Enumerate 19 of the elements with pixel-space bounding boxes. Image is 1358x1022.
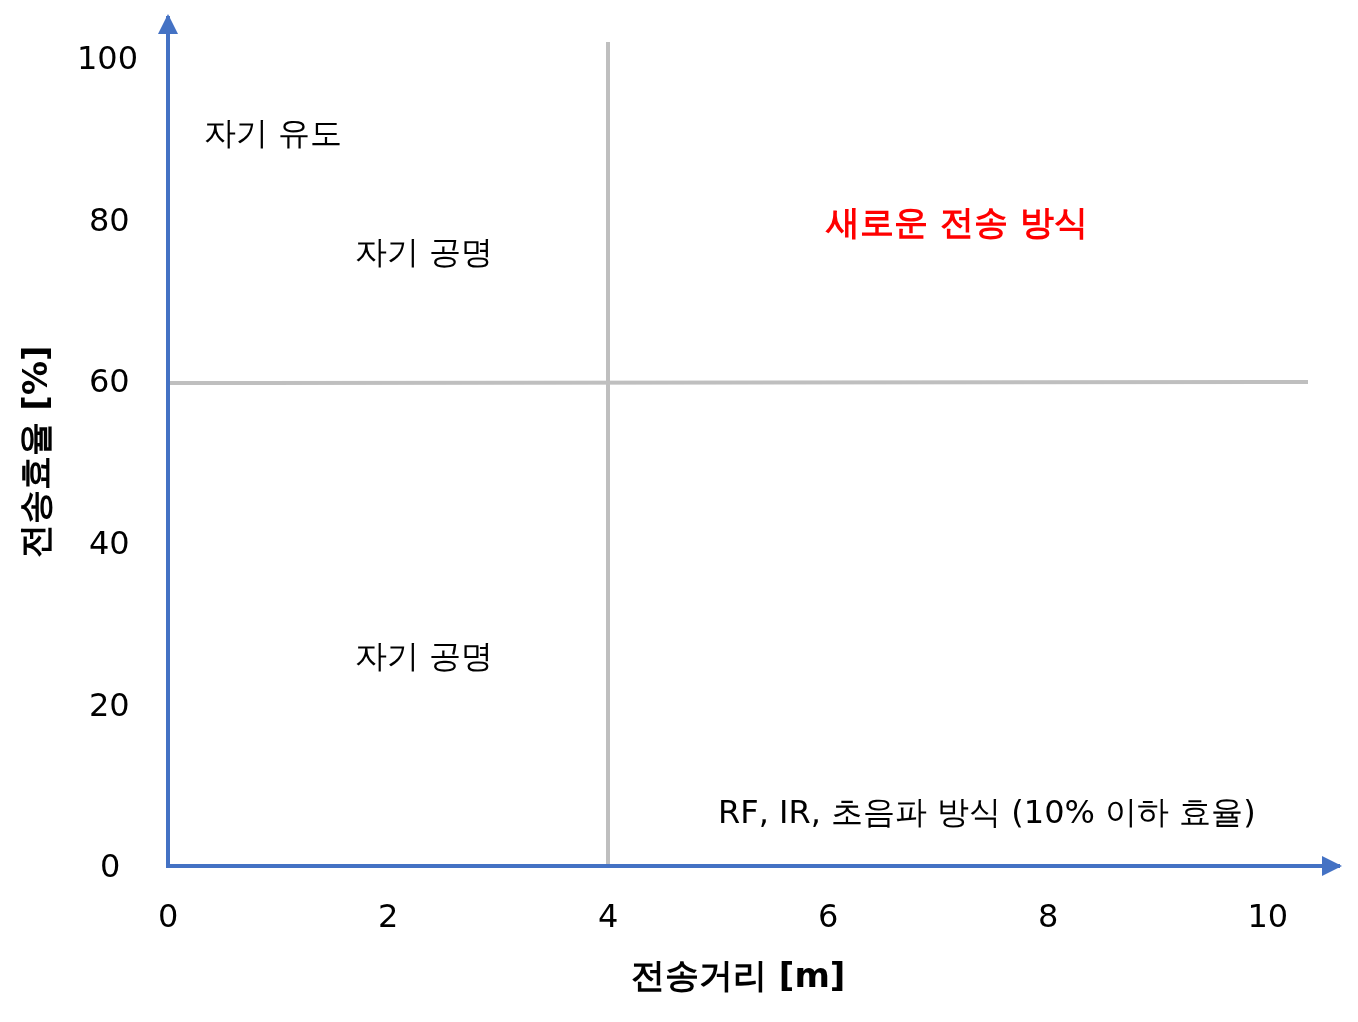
axis-tick-label: 4: [598, 900, 619, 932]
region-label: 자기 유도: [204, 117, 343, 149]
region-label: 자기 공명: [355, 640, 494, 672]
axis-tick-label: 6: [818, 900, 839, 932]
region-label: 새로운 전송 방식: [826, 205, 1088, 239]
axis-tick-label: 10: [1247, 900, 1289, 932]
region-label: RF, IR, 초음파 방식 (10% 이하 효율): [718, 796, 1256, 828]
axis-tick-label: 2: [378, 900, 399, 932]
axis-tick-label: 40: [89, 527, 130, 559]
axis-tick-label: 60: [89, 365, 130, 397]
axis-title: 전송거리 [m]: [631, 958, 846, 992]
region-label: 자기 공명: [355, 236, 494, 268]
axis-tick-label: 80: [89, 204, 130, 236]
axis-tick-label: 0: [158, 900, 179, 932]
axis-tick-label: 8: [1038, 900, 1059, 932]
axis-title: 전송효율 [%]: [18, 345, 52, 559]
axis-tick-label: 100: [77, 42, 139, 74]
axis-tick-label: 20: [89, 689, 130, 721]
axis-tick-label: 0: [100, 850, 121, 882]
